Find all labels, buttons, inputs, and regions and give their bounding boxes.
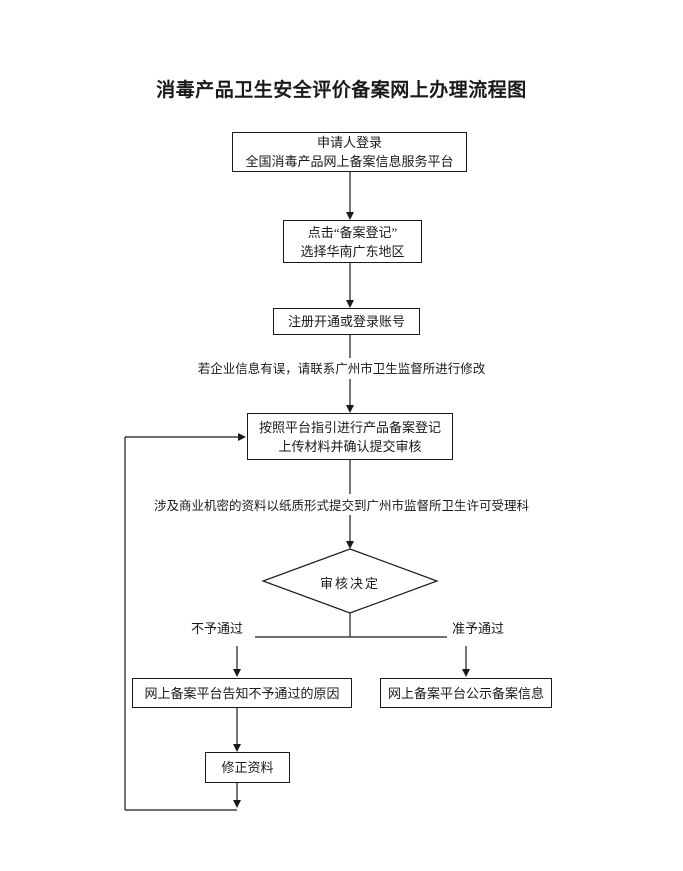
node-reject-result-text: 网上备案平台告知不予通过的原因 — [144, 685, 340, 701]
node-decision-label: 审核决定 — [319, 576, 380, 591]
arrow-approve-branch — [462, 646, 470, 677]
page-title: 消毒产品卫生安全评价备案网上办理流程图 — [156, 80, 527, 101]
note-info-error: 若企业信息有误，请联系广州市卫生监督所进行修改 — [197, 362, 486, 376]
node-login-line2: 全国消毒产品网上备案信息服务平台 — [245, 154, 454, 169]
node-fix-material: 修正资料 — [205, 752, 290, 783]
node-login: 申请人登录 全国消毒产品网上备案信息服务平台 — [232, 132, 467, 172]
node-fix-material-text: 修正资料 — [221, 760, 274, 775]
arrow-account-to-product-register — [346, 335, 354, 413]
node-product-register-line1: 按照平台指引进行产品备案登记 — [258, 419, 441, 435]
node-click-register-line1: 点击“备案登记” — [307, 224, 398, 240]
node-approve-result-text: 网上备案平台公示备案信息 — [387, 685, 544, 701]
node-click-register: 点击“备案登记” 选择华南广东地区 — [283, 220, 422, 263]
node-click-register-line2: 选择华南广东地区 — [300, 243, 405, 259]
note-confidential: 涉及商业机密的资料以纸质形式提交到广州市监督所卫生许可受理科 — [153, 499, 529, 513]
arrow-login-to-click-register — [346, 172, 354, 220]
arrow-click-register-to-account — [346, 263, 354, 308]
decision-branch-lines — [255, 613, 447, 638]
node-product-register-line2: 上传材料并确认提交审核 — [278, 438, 422, 454]
node-reject-result: 网上备案平台告知不予通过的原因 — [132, 678, 352, 708]
node-account-text: 注册开通或登录账号 — [287, 314, 405, 329]
node-login-line1: 申请人登录 — [316, 135, 382, 150]
node-product-register: 按照平台指引进行产品备案登记 上传材料并确认提交审核 — [247, 413, 453, 460]
arrow-reject-branch — [233, 646, 241, 677]
branch-label-reject: 不予通过 — [191, 621, 244, 636]
loopback-fix-to-product-register — [124, 433, 246, 811]
arrow-reject-result-to-fix — [233, 708, 241, 752]
arrow-product-register-to-decision — [346, 460, 354, 549]
node-approve-result: 网上备案平台公示备案信息 — [380, 678, 552, 708]
node-account: 注册开通或登录账号 — [273, 308, 420, 335]
branch-label-approve: 准予通过 — [452, 621, 505, 636]
